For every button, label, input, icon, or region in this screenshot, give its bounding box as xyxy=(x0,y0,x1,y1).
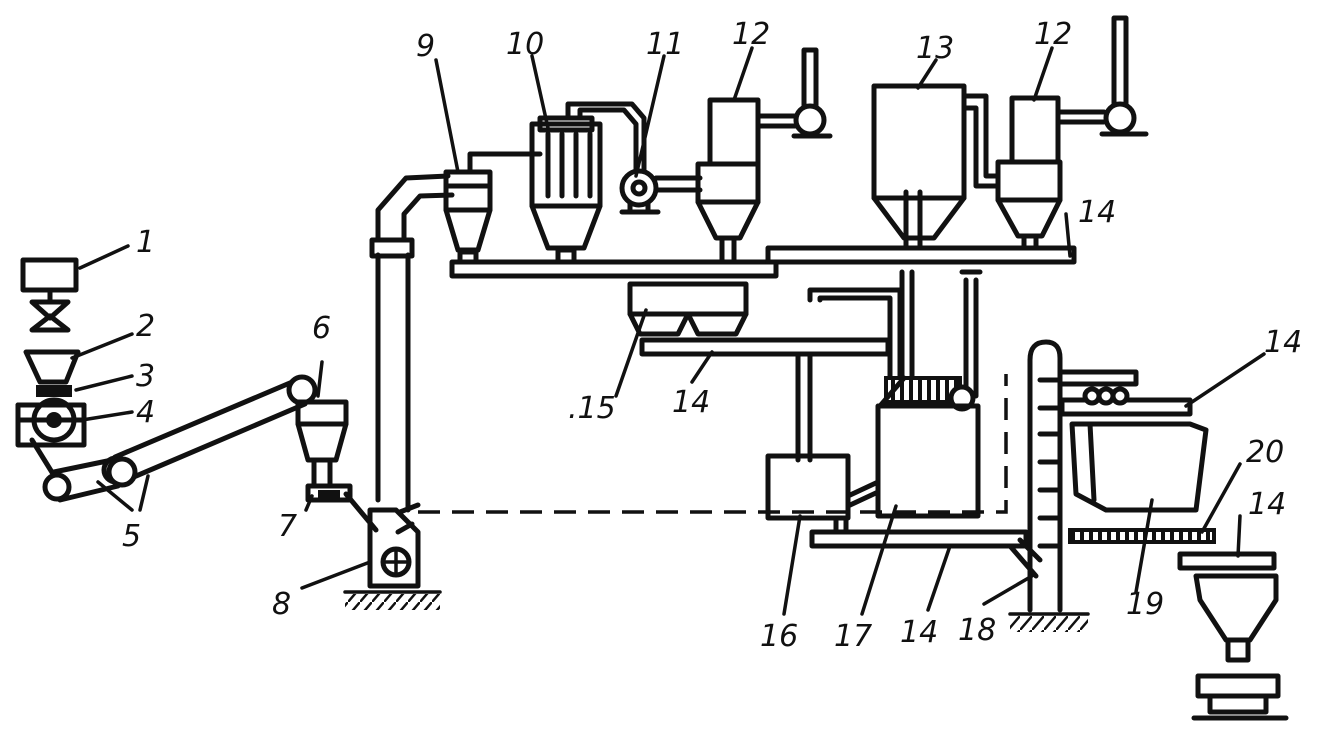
unit-13-silo xyxy=(871,83,1001,249)
label-3: 3 xyxy=(136,359,155,394)
unit-4-base xyxy=(15,402,87,448)
label-6: 6 xyxy=(312,311,331,346)
unit-9-cyclone xyxy=(443,151,543,265)
unit-11-fan xyxy=(619,168,703,215)
label-14-lower: 14 xyxy=(900,615,938,650)
screw-conveyor-bottom xyxy=(1177,551,1277,571)
label-14-bottom: 14 xyxy=(1248,487,1286,522)
unit-8-mill xyxy=(343,502,442,610)
dashed-return-line xyxy=(418,374,1008,514)
riser-pipe xyxy=(369,173,455,513)
label-10: 10 xyxy=(506,27,544,62)
unit-15-twin-hopper xyxy=(627,281,749,337)
label-2: 2 xyxy=(136,309,155,344)
label-12-left: 12 xyxy=(732,17,770,52)
unit-12-cyclone-left xyxy=(695,47,833,265)
part-labels: 1 2 3 4 5 6 7 8 9 10 11 12 13 12 14 .15 … xyxy=(122,17,1302,654)
label-7: 7 xyxy=(278,509,297,544)
label-11: 11 xyxy=(646,27,684,62)
connecting-pipes xyxy=(795,269,983,463)
label-14-upper: 14 xyxy=(1078,195,1116,230)
unit-6-receiving-hopper xyxy=(295,399,349,489)
label-18: 18 xyxy=(958,613,996,648)
label-19: 19 xyxy=(1126,587,1164,622)
label-9: 9 xyxy=(416,29,435,64)
unit-1-dispenser xyxy=(20,257,79,333)
outlet-hopper-press xyxy=(1191,573,1289,721)
unit-19-bin xyxy=(1069,421,1209,513)
label-12-right: 12 xyxy=(1034,17,1072,52)
unit-17-mixer xyxy=(845,375,981,519)
leader-lines xyxy=(70,46,1266,616)
unit-16-tank xyxy=(765,453,851,533)
label-20: 20 xyxy=(1246,435,1284,470)
screw-conveyor-upper xyxy=(449,245,1077,279)
label-14-middle: 14 xyxy=(672,385,710,420)
unit-3-crusher xyxy=(31,385,77,443)
label-15: .15 xyxy=(568,391,616,426)
label-14-right: 14 xyxy=(1264,325,1302,360)
screw-conveyor-middle xyxy=(639,337,891,357)
label-16: 16 xyxy=(760,619,798,654)
label-8: 8 xyxy=(272,587,291,622)
unit-20-dosing-belt xyxy=(1068,528,1216,544)
unit-2-hopper xyxy=(23,349,81,385)
unit-7-feeder xyxy=(305,483,379,533)
unit-5-belt-conveyors xyxy=(29,374,318,503)
label-17: 17 xyxy=(834,619,872,654)
label-1: 1 xyxy=(136,225,155,260)
screw-conveyor-right xyxy=(1059,386,1193,417)
unit-12-cyclone-right xyxy=(995,15,1149,251)
unit-18-bucket-elevator xyxy=(1008,339,1139,632)
screw-conveyor-lower xyxy=(809,529,1043,579)
label-4: 4 xyxy=(136,395,155,430)
label-13: 13 xyxy=(916,31,954,66)
label-5: 5 xyxy=(122,519,141,554)
